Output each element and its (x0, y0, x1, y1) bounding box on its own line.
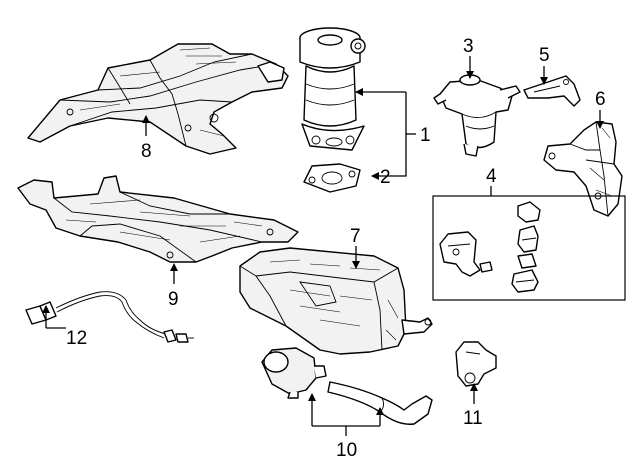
callout-2: 2 (380, 167, 391, 188)
heat-shield-lower[interactable] (17, 175, 299, 263)
callout-4: 4 (486, 166, 497, 187)
callout-12: 12 (66, 328, 87, 349)
callout-11: 11 (463, 408, 483, 429)
solenoid-valve[interactable] (433, 74, 521, 157)
charcoal-canister[interactable] (239, 247, 433, 355)
valve-mount-pieces[interactable] (511, 201, 541, 293)
check-valve[interactable] (455, 341, 497, 387)
mount-bracket[interactable] (543, 121, 623, 217)
leader-lines (42, 56, 604, 436)
heat-shield-upper[interactable] (27, 43, 289, 155)
purge-control-valve[interactable] (439, 231, 493, 277)
parts-group-box (432, 195, 626, 301)
egr-valve[interactable] (299, 27, 366, 151)
bracket[interactable] (523, 75, 581, 107)
callout-8: 8 (141, 141, 152, 162)
callout-9: 9 (168, 289, 179, 310)
egr-gasket[interactable] (303, 163, 361, 193)
callout-6: 6 (595, 89, 606, 110)
callout-3: 3 (463, 36, 474, 57)
callout-10: 10 (336, 440, 357, 461)
callout-5: 5 (539, 45, 550, 66)
callout-1: 1 (420, 125, 431, 146)
callout-7: 7 (350, 226, 361, 247)
air-filter[interactable] (261, 347, 327, 399)
